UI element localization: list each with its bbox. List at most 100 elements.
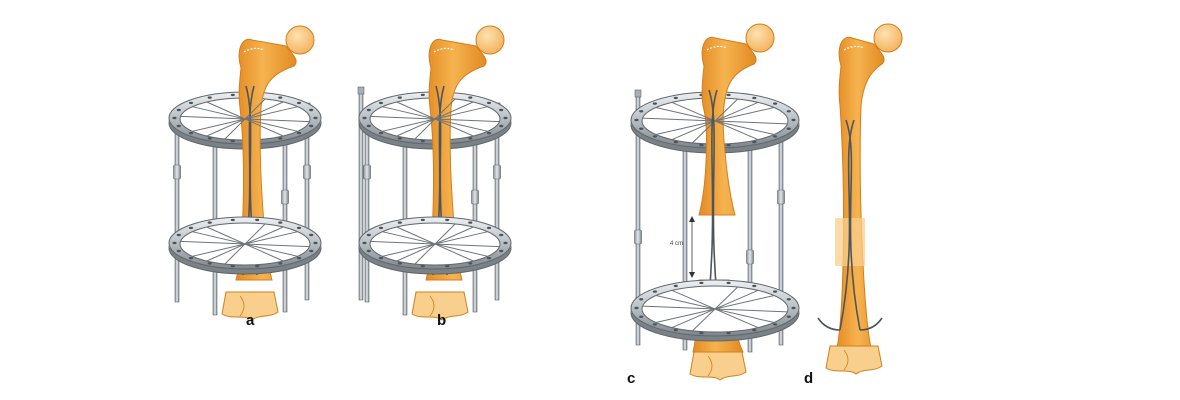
- panel-b-distal-femur-shape: [411, 291, 469, 321]
- panel-a-distal-femur: [221, 291, 279, 321]
- panel-a-lower-ring-hole: [207, 262, 212, 265]
- panel-a-lower-ring-hole: [309, 249, 314, 253]
- panel-b-lower-ring-hole: [366, 233, 371, 237]
- panel-c-lower-ring-hole: [639, 315, 644, 318]
- panel-c-upper-ring-hole: [673, 140, 678, 144]
- panel-label-b: b: [437, 312, 447, 329]
- panel-a-rod-left-sleeve: [173, 164, 181, 180]
- panel-a-femur-head: [285, 25, 315, 55]
- panel-b-upper-wires-5: [414, 98, 456, 140]
- panel-b-upper-ring-hole: [378, 131, 384, 135]
- panel-a-lower-ring-hole: [278, 262, 283, 265]
- panel-a-lower-ring-hole: [255, 218, 260, 222]
- panel-c-upper-ring-hole: [752, 96, 757, 100]
- panel-c-upper-ring-hole: [699, 143, 704, 147]
- panel-b-femur-head: [475, 25, 505, 55]
- panel-a-lower-ring-hole: [207, 221, 212, 224]
- panel-a-upper-ring-hole: [230, 93, 235, 97]
- panel-b-rod-left-sleeve: [363, 164, 371, 180]
- panel-b-upper-ring-hole: [366, 124, 371, 128]
- panel-c-rod-right-sleeve: [777, 189, 785, 205]
- panel-c-upper-ring-hole: [773, 135, 778, 138]
- panel-c-lower-ring-hole: [699, 331, 704, 335]
- panel-a: [168, 25, 322, 321]
- panel-a-rod-left-shaft: [174, 117, 180, 303]
- panel-b-upper-ring-hole: [397, 96, 402, 99]
- panel-c-upper-ring-hole: [726, 93, 731, 97]
- panel-b-distal-femur: [411, 291, 469, 321]
- panel-b-lower-wires-5: [414, 223, 456, 265]
- panel-label-c: c: [627, 370, 636, 387]
- panel-b-upper-ring-hole: [468, 96, 473, 99]
- panel-c-gap-arrow-bottom: [689, 272, 695, 278]
- panel-c-upper-wires-5: [692, 98, 738, 144]
- panel-c-lower-ring-hole: [652, 290, 658, 293]
- panel-c-upper-ring-hole: [791, 118, 796, 122]
- panel-c-lower-ring-hole: [673, 284, 678, 288]
- panel-c-lower-ring-hole: [773, 323, 778, 326]
- panel-a-upper-ring-hole: [207, 96, 212, 99]
- panel-c-distal-femur-shape: [689, 351, 747, 381]
- panel-b-lower-ring-hole: [486, 226, 492, 230]
- panel-b-lower-ring-hole: [486, 256, 492, 260]
- panel-a-upper-wires-5: [224, 98, 266, 140]
- panel-a-lower-ring-hole: [309, 233, 314, 237]
- panel-b: [357, 25, 512, 321]
- panel-b-lower-ring-hole: [445, 264, 450, 268]
- panel-label-d: d: [804, 370, 814, 387]
- panel-b-lower-ring-hole: [362, 241, 367, 245]
- panel-a-upper-ring-hole: [176, 124, 181, 128]
- panel-a-lower-ring-hole: [176, 249, 181, 253]
- panel-c-lower-wires: [642, 286, 788, 332]
- panel-b-lower-ring-hole: [378, 256, 384, 260]
- panel-c-upper-ring-hole: [639, 110, 644, 113]
- panel-c-distal-femur: [689, 351, 747, 381]
- panel-c-gap-arrow-top: [689, 216, 695, 222]
- panel-c-upper-ring-hole: [652, 135, 658, 138]
- panel-a-upper-wires: [180, 98, 310, 140]
- panel-c-lower-ring: [630, 279, 800, 342]
- panel-c-upper-ring-hole: [634, 118, 639, 122]
- panel-c-rod-left-sleeve: [634, 229, 642, 245]
- panel-d: [817, 23, 903, 375]
- panel-d-distal-femur-shape: [825, 345, 883, 375]
- panel-b-rod-left-shaft: [364, 117, 370, 303]
- panel-b-upper-ring-hole: [362, 116, 367, 120]
- panel-c-proximal-femur-osteotomy-line: [706, 45, 728, 51]
- panel-b-upper-ring-hole: [499, 108, 504, 112]
- panel-a-upper-ring-hole: [188, 131, 194, 135]
- panel-c-lower-ring-hole: [652, 323, 658, 326]
- panel-b-lower-ring-hole: [499, 233, 504, 237]
- panel-c-lower-wires-5: [692, 286, 738, 332]
- panel-a-rod-left: [173, 112, 181, 303]
- panel-b-lower-ring-hole: [445, 218, 450, 222]
- panel-b-upper-ring-hole: [420, 139, 425, 143]
- panel-b-rod-front-right-sleeve: [471, 189, 479, 205]
- panel-b-lower-ring-hole: [366, 249, 371, 253]
- panel-a-rod-front-right: [281, 124, 289, 313]
- panel-a-upper-ring-hole: [313, 116, 318, 120]
- panel-a-lower-ring-hole: [296, 256, 302, 260]
- panel-c-lower-ring-hole: [786, 298, 791, 301]
- panel-c-rod-left-nut: [634, 89, 642, 98]
- panel-d-femur-shaft: [835, 36, 885, 353]
- panel-b-upper-ring-hole: [499, 124, 504, 128]
- panel-c-distal-femur-detail: [707, 355, 713, 377]
- panel-b-upper-ring-hole: [486, 131, 492, 135]
- panel-d-distal-femur: [825, 345, 883, 375]
- panel-c-rod-left: [634, 89, 642, 346]
- panel-d-elastic-nails: [839, 119, 861, 331]
- panel-c-lower-ring-hole: [726, 281, 731, 285]
- panel-b-rod-extra-nut: [357, 86, 365, 95]
- panel-c-lower-ring-hole: [791, 306, 796, 310]
- panel-c-upper-ring-hole: [639, 127, 644, 130]
- panel-b-rod-extra: [357, 86, 365, 301]
- panel-a-lower-ring-hole: [313, 241, 318, 245]
- panel-a-lower-ring: [168, 216, 322, 275]
- panel-c-lower-ring-hole: [673, 328, 678, 332]
- panel-b-lower-ring-hole: [468, 221, 473, 224]
- panel-b-lower-wires: [370, 223, 500, 265]
- panel-d-nail-hook-right: [859, 317, 883, 331]
- panel-a-rod-right-sleeve: [303, 164, 311, 180]
